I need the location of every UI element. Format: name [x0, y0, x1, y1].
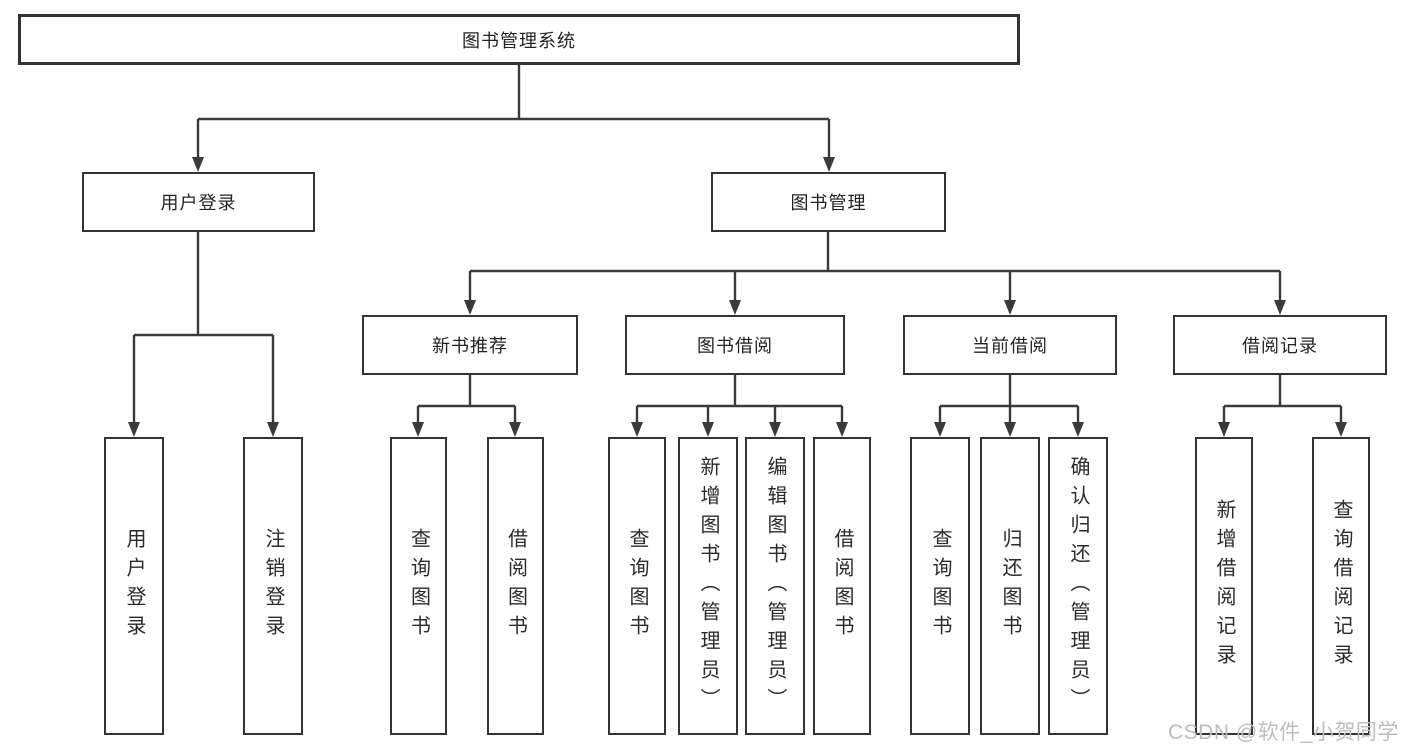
node-label: 新增图书（管理员） [697, 455, 719, 717]
leaf-return-books: 归还图书 [980, 437, 1040, 735]
leaf-edit-books-admin: 编辑图书（管理员） [745, 437, 805, 735]
leaf-logout: 注销登录 [243, 437, 303, 735]
leaf-confirm-return-admin: 确认归还（管理员） [1048, 437, 1108, 735]
node-system-root: 图书管理系统 [18, 14, 1020, 65]
node-label: 用户登录 [160, 193, 237, 213]
node-book-borrow: 图书借阅 [625, 315, 845, 375]
node-new-book-recommend: 新书推荐 [362, 315, 578, 375]
leaf-user-login: 用户登录 [104, 437, 164, 735]
node-label: 查询借阅记录 [1330, 499, 1352, 673]
node-borrow-record: 借阅记录 [1173, 315, 1387, 375]
connector-book-borrow-branch [631, 375, 848, 437]
csdn-watermark: CSDN @软件_小贺同学 [1168, 721, 1399, 744]
connector-user-login-branch [128, 232, 279, 437]
node-label: 图书管理 [790, 193, 867, 213]
leaf-add-borrow-record: 新增借阅记录 [1195, 437, 1253, 735]
connector-borrow-record-branch [1218, 375, 1347, 437]
node-label: 归还图书 [999, 528, 1021, 644]
connector-current-borrow-branch [934, 375, 1084, 437]
leaf-borrow-books-recommend: 借阅图书 [487, 437, 544, 735]
node-label: 注销登录 [262, 528, 284, 644]
leaf-query-borrow-record: 查询借阅记录 [1312, 437, 1370, 735]
node-label: 借阅图书 [504, 528, 527, 644]
node-label: 编辑图书（管理员） [764, 455, 786, 717]
node-label: 查询图书 [929, 528, 951, 644]
connector-root-to-branches [192, 65, 835, 172]
node-current-borrow: 当前借阅 [903, 315, 1117, 375]
node-label: 新书推荐 [432, 336, 508, 356]
node-label: 图书借阅 [697, 336, 773, 356]
leaf-query-books-recommend: 查询图书 [390, 437, 447, 735]
node-label: 确认归还（管理员） [1067, 455, 1089, 717]
node-user-login-branch: 用户登录 [82, 172, 315, 232]
leaf-borrow-books: 借阅图书 [813, 437, 871, 735]
node-label: 图书管理系统 [462, 30, 576, 51]
node-label: 借阅记录 [1242, 336, 1318, 356]
node-book-management-branch: 图书管理 [711, 172, 946, 232]
node-label: 借阅图书 [831, 528, 853, 644]
node-label: 当前借阅 [972, 336, 1048, 356]
leaf-query-books-current: 查询图书 [910, 437, 970, 735]
node-label: 用户登录 [123, 528, 145, 644]
node-label: 查询图书 [626, 528, 648, 644]
leaf-query-books-borrow: 查询图书 [608, 437, 666, 735]
connector-book-management-branch [464, 232, 1286, 315]
node-label: 查询图书 [407, 528, 430, 644]
connector-new-book-branch [412, 375, 521, 437]
leaf-add-books-admin: 新增图书（管理员） [678, 437, 738, 735]
node-label: 新增借阅记录 [1213, 499, 1235, 673]
